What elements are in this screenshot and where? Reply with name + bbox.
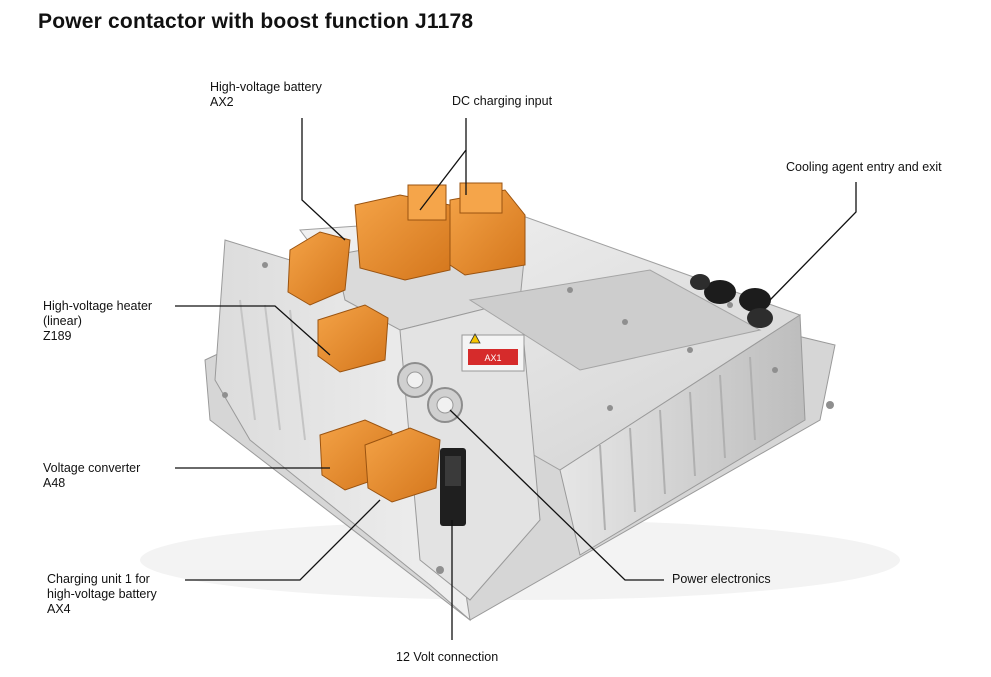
label-hv-battery-line1: High-voltage battery [210,80,322,94]
label-dc-charging-line1: DC charging input [452,94,553,108]
label-voltage-converter-line2: A48 [43,476,66,490]
orange-connectors [287,182,526,526]
label-dc-charging: DC charging input [452,94,552,109]
label-power-electronics: Power electronics [672,572,771,587]
page-title: Power contactor with boost function J117… [38,10,474,33]
label-hv-heater-line2: (linear) [43,314,82,328]
label-hv-heater-line3: Z189 [43,329,72,343]
warning-label-text: AX1 [484,353,501,363]
label-hv-battery: High-voltage battery AX2 [210,80,322,110]
label-charging-unit-line3: AX4 [47,602,71,616]
housing: AX1 [140,214,900,622]
label-charging-unit-line2: high-voltage battery [47,587,157,601]
label-hv-heater: High-voltage heater (linear) Z189 [43,299,152,344]
label-12v-connection-line1: 12 Volt connection [396,650,499,664]
label-cooling: Cooling agent entry and exit [786,160,942,175]
leader-lines [175,118,857,640]
label-hv-heater-line1: High-voltage heater [43,299,153,313]
label-hv-battery-line2: AX2 [210,95,234,109]
label-charging-unit: Charging unit 1 for high-voltage battery… [47,572,157,617]
cooling-connectors [690,274,773,328]
label-12v-connection: 12 Volt connection [396,650,498,665]
label-voltage-converter-line1: Voltage converter [43,461,141,475]
label-power-electronics-line1: Power electronics [672,572,771,586]
label-cooling-line1: Cooling agent entry and exit [786,160,942,174]
label-charging-unit-line1: Charging unit 1 for [47,572,150,586]
label-voltage-converter: Voltage converter A48 [43,461,140,491]
